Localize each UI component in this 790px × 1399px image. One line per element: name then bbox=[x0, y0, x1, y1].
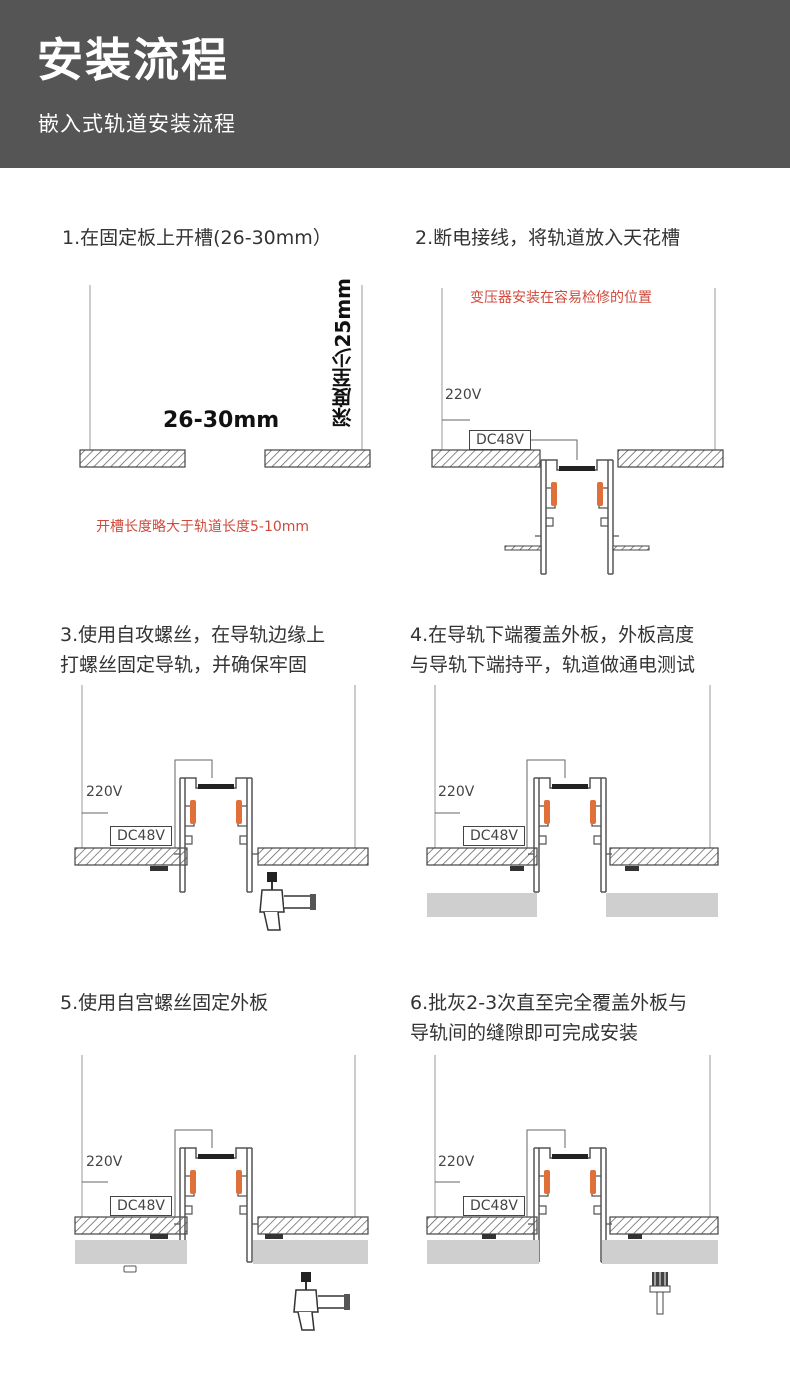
driver-dc48v-label: DC48V bbox=[463, 1196, 525, 1216]
drill-icon bbox=[259, 871, 317, 931]
driver-dc48v-label: DC48V bbox=[110, 1196, 172, 1216]
step-2-caption: 2.断电接线，将轨道放入天花槽 bbox=[415, 227, 681, 249]
voltage-220-label: 220V bbox=[438, 784, 475, 800]
voltage-220-label: 220V bbox=[86, 1154, 123, 1170]
screw-icon bbox=[123, 1265, 137, 1273]
transformer-note: 变压器安装在容易检修的位置 bbox=[470, 290, 652, 306]
depth-label: 深度至少25mm bbox=[331, 278, 355, 428]
panel-4-diagram bbox=[426, 685, 719, 917]
step-1-caption: 1.在固定板上开槽(26-30mm） bbox=[62, 227, 332, 249]
step-3-caption: 3.使用自攻螺丝，在导轨边缘上打螺丝固定导轨，并确保牢固 bbox=[60, 624, 326, 676]
slot-width-label: 26-30mm bbox=[163, 408, 280, 433]
driver-dc48v-label: DC48V bbox=[110, 826, 172, 846]
panel-5-diagram bbox=[74, 1055, 369, 1331]
slot-length-note: 开槽长度略大于轨道长度5-10mm bbox=[96, 519, 310, 535]
step-5-caption: 5.使用自宫螺丝固定外板 bbox=[60, 992, 269, 1014]
page-title: 安装流程 bbox=[37, 33, 229, 87]
step-6-caption: 6.批灰2-3次直至完全覆盖外板与导轨间的缝隙即可完成安装 bbox=[410, 992, 688, 1044]
voltage-220-label: 220V bbox=[445, 387, 482, 403]
installation-diagrams bbox=[74, 285, 724, 1331]
driver-dc48v-label: DC48V bbox=[463, 826, 525, 846]
voltage-220-label: 220V bbox=[86, 784, 123, 800]
voltage-220-label: 220V bbox=[438, 1154, 475, 1170]
panel-3-diagram bbox=[74, 685, 369, 931]
panel-6-diagram bbox=[426, 1055, 719, 1315]
drill-icon-2 bbox=[293, 1271, 351, 1331]
driver-dc48v-label: DC48V bbox=[469, 430, 531, 450]
step-4-caption: 4.在导轨下端覆盖外板，外板高度与导轨下端持平，轨道做通电测试 bbox=[410, 624, 696, 676]
panel-2-diagram bbox=[431, 288, 724, 575]
page-subtitle: 嵌入式轨道安装流程 bbox=[38, 112, 236, 136]
brush-icon bbox=[649, 1272, 671, 1315]
header-banner: 安装流程 嵌入式轨道安装流程 bbox=[0, 0, 790, 168]
panel-1-diagram bbox=[79, 285, 371, 468]
